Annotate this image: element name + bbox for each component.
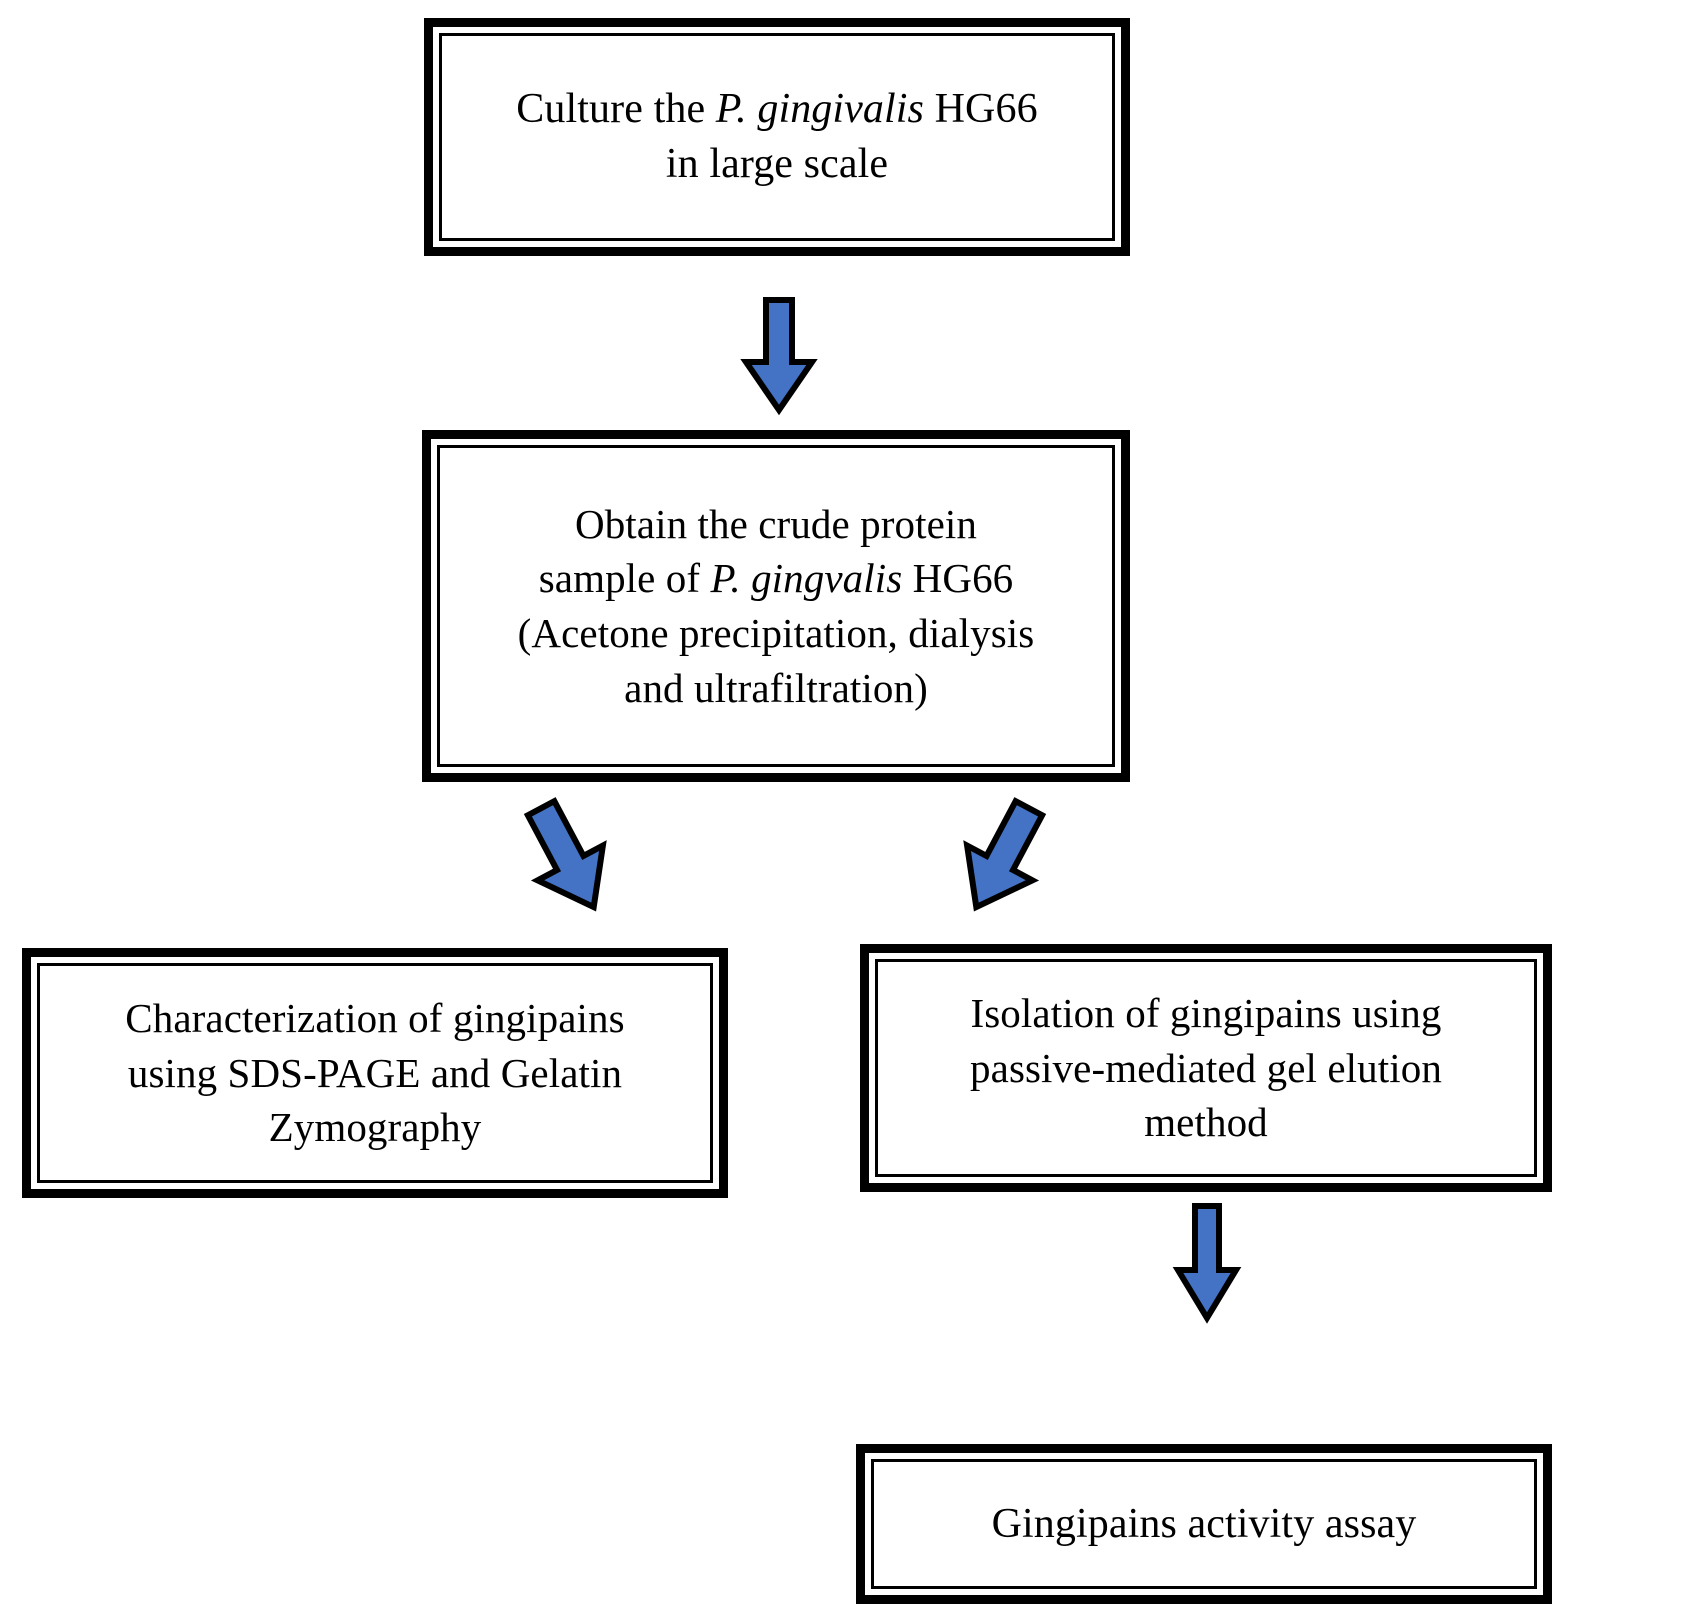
flowchart-node-isolation[interactable]: Isolation of gingipains using passive-me… — [860, 944, 1552, 1192]
flowchart-node-crude-protein[interactable]: Obtain the crude protein sample of P. gi… — [422, 430, 1130, 782]
node-culture-label: Culture the P. gingivalis HG66 in large … — [516, 86, 1038, 187]
arrow-down-left-crude-to-characterization — [512, 797, 622, 918]
arrow-down-culture-to-crude — [740, 297, 818, 416]
flowchart-node-assay[interactable]: Gingipains activity assay — [856, 1444, 1552, 1604]
node-crude-inner: Obtain the crude protein sample of P. gi… — [437, 445, 1115, 767]
node-assay-inner: Gingipains activity assay — [871, 1459, 1537, 1589]
node-characterization-inner: Characterization of gingipains using SDS… — [37, 963, 713, 1183]
arrow-down-isolation-to-assay — [1172, 1203, 1242, 1324]
node-characterization-label: Characterization of gingipains using SDS… — [125, 994, 625, 1151]
node-culture-inner: Culture the P. gingivalis HG66 in large … — [439, 33, 1115, 241]
flowchart-node-characterization[interactable]: Characterization of gingipains using SDS… — [22, 948, 728, 1198]
arrow-down-right-crude-to-isolation — [948, 797, 1058, 918]
node-assay-label: Gingipains activity assay — [991, 1500, 1417, 1547]
node-crude-label: Obtain the crude protein sample of P. gi… — [517, 500, 1035, 711]
node-isolation-inner: Isolation of gingipains using passive-me… — [875, 959, 1537, 1177]
node-isolation-label: Isolation of gingipains using passive-me… — [970, 989, 1442, 1146]
flowchart-node-culture[interactable]: Culture the P. gingivalis HG66 in large … — [424, 18, 1130, 256]
